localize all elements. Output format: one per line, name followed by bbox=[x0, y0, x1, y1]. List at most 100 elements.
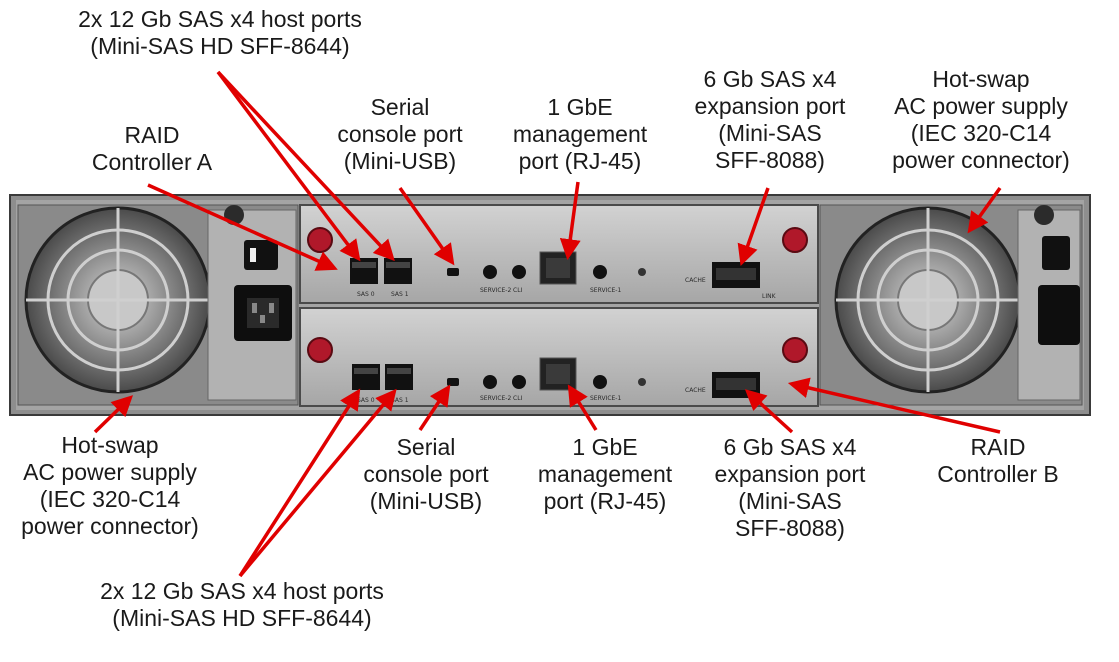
left-power-supply bbox=[17, 204, 299, 406]
controller-a-latch bbox=[307, 227, 333, 253]
controller-a-service1-silk: SERVICE-1 bbox=[590, 287, 621, 294]
label-management-port-bottom: 1 GbE management port (RJ-45) bbox=[525, 434, 685, 515]
label-raid-a-line1: RAID bbox=[124, 122, 180, 148]
controller-b-cli-silk: CLI bbox=[513, 395, 523, 402]
controller-b-service1-silk: SERVICE-1 bbox=[590, 395, 621, 402]
left-psu-power-switch bbox=[244, 240, 278, 270]
controller-b-cache-silk: CACHE bbox=[685, 387, 706, 394]
controller-a-right-latch bbox=[782, 227, 808, 253]
controller-a-cache-silk: CACHE bbox=[685, 277, 706, 284]
right-psu-iec-connector bbox=[1038, 285, 1080, 345]
arrow-serial-bottom bbox=[418, 384, 451, 431]
label-expansion-top-line3: (Mini-SAS bbox=[718, 120, 822, 146]
label-psu-left-line3: (IEC 320-C14 bbox=[39, 486, 181, 512]
label-expansion-bottom-line1: 6 Gb SAS x4 bbox=[723, 434, 857, 460]
controller-b-cli-port bbox=[447, 378, 459, 386]
label-expansion-port-bottom: 6 Gb SAS x4 expansion port (Mini-SAS SFF… bbox=[700, 434, 880, 542]
label-host-ports-bottom-line1: 2x 12 Gb SAS x4 host ports bbox=[100, 578, 384, 604]
controller-a-link-silk: LINK bbox=[762, 293, 777, 300]
label-expansion-top-line2: expansion port bbox=[694, 93, 846, 119]
right-psu-power-switch bbox=[1042, 236, 1070, 270]
label-raid-b-line1: RAID bbox=[970, 434, 1026, 460]
controller-a-sas0-port bbox=[350, 258, 378, 284]
label-raid-a-line2: Controller A bbox=[91, 149, 213, 175]
label-serial-top-line1: Serial bbox=[370, 94, 430, 120]
label-psu-right-line4: power connector) bbox=[892, 147, 1070, 173]
controller-a-service2-port bbox=[483, 265, 497, 279]
label-mgmt-bottom-line1: 1 GbE bbox=[572, 434, 638, 460]
arrow-serial-top bbox=[398, 186, 455, 266]
controller-b-latch bbox=[307, 337, 333, 363]
controller-b-service2-silk: SERVICE-2 bbox=[480, 395, 511, 402]
controller-a-cli-jack bbox=[512, 265, 526, 279]
arrow-expansion-bottom bbox=[744, 389, 794, 434]
label-raid-controller-a: RAID Controller A bbox=[72, 122, 232, 176]
label-host-ports-top: 2x 12 Gb SAS x4 host ports (Mini-SAS HD … bbox=[60, 6, 380, 60]
controller-b-sas1-silk: SAS 1 bbox=[391, 397, 409, 404]
label-mgmt-top-line1: 1 GbE bbox=[547, 94, 613, 120]
label-mgmt-top-line2: management bbox=[512, 121, 648, 147]
controller-a-sas1-port bbox=[384, 258, 412, 284]
right-power-supply bbox=[819, 204, 1083, 406]
arrow-host-ports-bottom-1 bbox=[238, 388, 361, 577]
label-serial-top-line2: console port bbox=[337, 121, 463, 147]
label-host-ports-top-line1: 2x 12 Gb SAS x4 host ports bbox=[78, 6, 362, 32]
label-mgmt-bottom-line3: port (RJ-45) bbox=[543, 488, 667, 514]
controller-b-module: SAS 0 SAS 1 SERVICE-2 CLI SERVICE-1 CACH… bbox=[299, 307, 819, 407]
label-management-port-top: 1 GbE management port (RJ-45) bbox=[500, 94, 660, 175]
label-psu-right-line2: AC power supply bbox=[894, 93, 1068, 119]
controller-a-sas1-silk: SAS 1 bbox=[391, 291, 409, 298]
arrow-raid-b bbox=[787, 377, 1001, 434]
label-serial-bottom-line1: Serial bbox=[396, 434, 456, 460]
arrow-mgmt-top bbox=[559, 181, 581, 261]
label-psu-right-line3: (IEC 320-C14 bbox=[910, 120, 1052, 146]
label-expansion-bottom-line3: (Mini-SAS bbox=[738, 488, 842, 514]
arrow-host-ports-top-2 bbox=[216, 70, 395, 262]
controller-b-sas0-port bbox=[352, 364, 380, 390]
arrow-psu-right bbox=[967, 186, 1002, 234]
label-expansion-port-top: 6 Gb SAS x4 expansion port (Mini-SAS SFF… bbox=[680, 66, 860, 174]
label-host-ports-top-line2: (Mini-SAS HD SFF-8644) bbox=[90, 33, 350, 59]
label-psu-left-line4: power connector) bbox=[21, 513, 199, 539]
controller-b-service2-port bbox=[483, 375, 497, 389]
controller-a-sas0-silk: SAS 0 bbox=[357, 291, 375, 298]
label-serial-console-top: Serial console port (Mini-USB) bbox=[330, 94, 470, 175]
arrow-expansion-top bbox=[737, 187, 770, 266]
arrow-psu-left bbox=[93, 395, 134, 434]
label-host-ports-bottom-line2: (Mini-SAS HD SFF-8644) bbox=[112, 605, 372, 631]
controller-a-cli-port bbox=[447, 268, 459, 276]
label-mgmt-bottom-line2: management bbox=[537, 461, 673, 487]
label-expansion-bottom-line2: expansion port bbox=[714, 461, 866, 487]
label-expansion-top-line4: SFF-8088) bbox=[715, 147, 825, 173]
label-serial-console-bottom: Serial console port (Mini-USB) bbox=[356, 434, 496, 515]
controller-b-sas0-silk: SAS 0 bbox=[357, 397, 375, 404]
controller-b-cli-jack bbox=[512, 375, 526, 389]
label-mgmt-top-line3: port (RJ-45) bbox=[518, 148, 642, 174]
label-serial-top-line3: (Mini-USB) bbox=[343, 148, 457, 174]
controller-a-module: SAS 0 SAS 1 SERVICE-2 CLI SERVICE-1 CACH… bbox=[299, 204, 819, 304]
right-psu-handle-screw bbox=[1034, 205, 1054, 225]
label-raid-controller-b: RAID Controller B bbox=[918, 434, 1078, 488]
arrow-raid-a bbox=[147, 183, 338, 271]
arrow-host-ports-bottom-2 bbox=[238, 388, 397, 578]
label-psu-left-line2: AC power supply bbox=[23, 459, 197, 485]
label-expansion-bottom-line4: SFF-8088) bbox=[735, 515, 845, 541]
arrow-mgmt-bottom bbox=[567, 384, 598, 431]
label-serial-bottom-line3: (Mini-USB) bbox=[369, 488, 483, 514]
arrow-host-ports-top-1 bbox=[216, 70, 361, 262]
controller-b-sas1-port bbox=[385, 364, 413, 390]
label-psu-left-line1: Hot-swap bbox=[61, 432, 159, 458]
label-raid-b-line2: Controller B bbox=[937, 461, 1059, 487]
label-psu-right-line1: Hot-swap bbox=[932, 66, 1030, 92]
controller-a-cli-silk: CLI bbox=[513, 287, 523, 294]
controller-a-service1-port bbox=[593, 265, 607, 279]
callout-arrows bbox=[93, 70, 1002, 578]
controller-b-right-latch bbox=[782, 337, 808, 363]
label-host-ports-bottom: 2x 12 Gb SAS x4 host ports (Mini-SAS HD … bbox=[82, 578, 402, 632]
label-psu-left: Hot-swap AC power supply (IEC 320-C14 po… bbox=[4, 432, 216, 540]
controller-a-service2-silk: SERVICE-2 bbox=[480, 287, 511, 294]
controller-b-service1-port bbox=[593, 375, 607, 389]
label-serial-bottom-line2: console port bbox=[363, 461, 489, 487]
label-psu-right: Hot-swap AC power supply (IEC 320-C14 po… bbox=[878, 66, 1084, 174]
